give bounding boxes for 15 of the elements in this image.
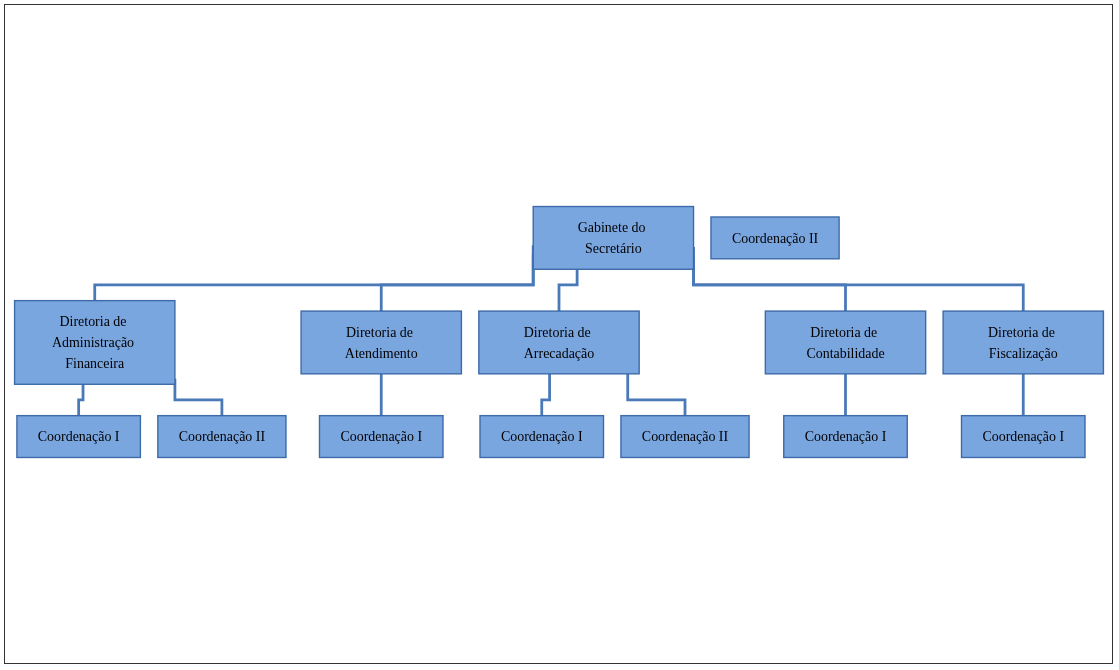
node-box: Coordenação I bbox=[960, 414, 1086, 459]
node-box: Gabinete do Secretário bbox=[532, 205, 694, 270]
node-box: Coordenação I bbox=[782, 414, 908, 459]
node-box: Diretoria de Fiscalização bbox=[941, 310, 1104, 375]
node-box: Diretoria de Contabilidade bbox=[764, 310, 926, 375]
node-box: Coordenação I bbox=[318, 414, 444, 459]
node-box: Diretoria de Atendimento bbox=[299, 310, 462, 375]
node-box: Coordenação II bbox=[709, 216, 840, 260]
node-box: Diretoria de Arrecadação bbox=[477, 310, 640, 375]
connector bbox=[557, 269, 578, 313]
node-box: Coordenação I bbox=[478, 414, 604, 459]
node-box: Coordenação II bbox=[156, 414, 287, 459]
node-box: Coordenação II bbox=[619, 414, 750, 459]
node-box: Diretoria de Administração Financeira bbox=[13, 299, 176, 385]
node-box: Coordenação I bbox=[15, 414, 141, 459]
